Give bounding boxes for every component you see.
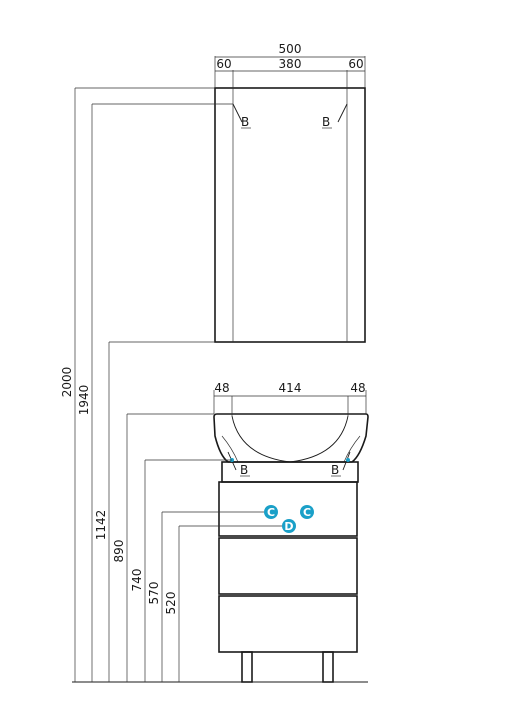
top-width-dimensions: 500 60 380 60 <box>214 42 366 88</box>
hinge-dot <box>346 458 350 462</box>
marker-c-left-label: C <box>267 506 275 519</box>
dim-overall-width: 500 <box>279 42 302 56</box>
vanity-leg-left <box>241 651 253 683</box>
dim-left-margin: 60 <box>216 57 231 71</box>
marker-c-right <box>300 505 314 519</box>
connection-markers: C C D <box>264 505 314 533</box>
marker-c-left <box>264 505 278 519</box>
hinge-label-vanity-left: B <box>240 463 248 477</box>
vanity-drawer-upper <box>218 537 358 595</box>
vanity-drawer-lower <box>218 595 358 653</box>
vanity-door-panel <box>218 481 358 537</box>
dim-2000: 2000 <box>60 367 74 398</box>
dim-520: 520 <box>164 592 178 615</box>
dim-1940: 1940 <box>77 385 91 416</box>
dim-890: 890 <box>112 540 126 563</box>
marker-d-label: D <box>284 520 293 533</box>
hinge-label-vanity-right: B <box>331 463 339 477</box>
dim-1142: 1142 <box>94 510 108 541</box>
basin-bowl-curve <box>231 415 349 463</box>
dim-740: 740 <box>130 569 144 592</box>
dim-vanity-left: 48 <box>214 381 229 395</box>
hinge-label-top-right: B <box>322 115 330 129</box>
marker-d <box>282 519 296 533</box>
dim-inner-width: 380 <box>279 57 302 71</box>
dim-vanity-inner: 414 <box>279 381 302 395</box>
dim-570: 570 <box>147 582 161 605</box>
vanity-unit: B B <box>213 413 369 683</box>
hinge-mark-left <box>232 103 243 123</box>
hinge-mark-right <box>337 103 348 123</box>
marker-c-right-label: C <box>303 506 311 519</box>
vanity-leg-right <box>322 651 334 683</box>
height-dimensions: 2000 1940 1142 890 740 570 520 <box>60 87 282 682</box>
vanity-width-dimensions: 48 414 48 <box>213 381 367 416</box>
hinge-label-top-left: B <box>241 115 249 129</box>
basin-side-right <box>343 435 361 463</box>
basin-side-left <box>221 435 239 463</box>
dim-right-margin: 60 <box>348 57 363 71</box>
wall-cabinet-outline <box>214 87 366 343</box>
basin-outline <box>213 413 369 463</box>
dim-vanity-right: 48 <box>350 381 365 395</box>
wall-cabinet: B B <box>214 87 366 343</box>
